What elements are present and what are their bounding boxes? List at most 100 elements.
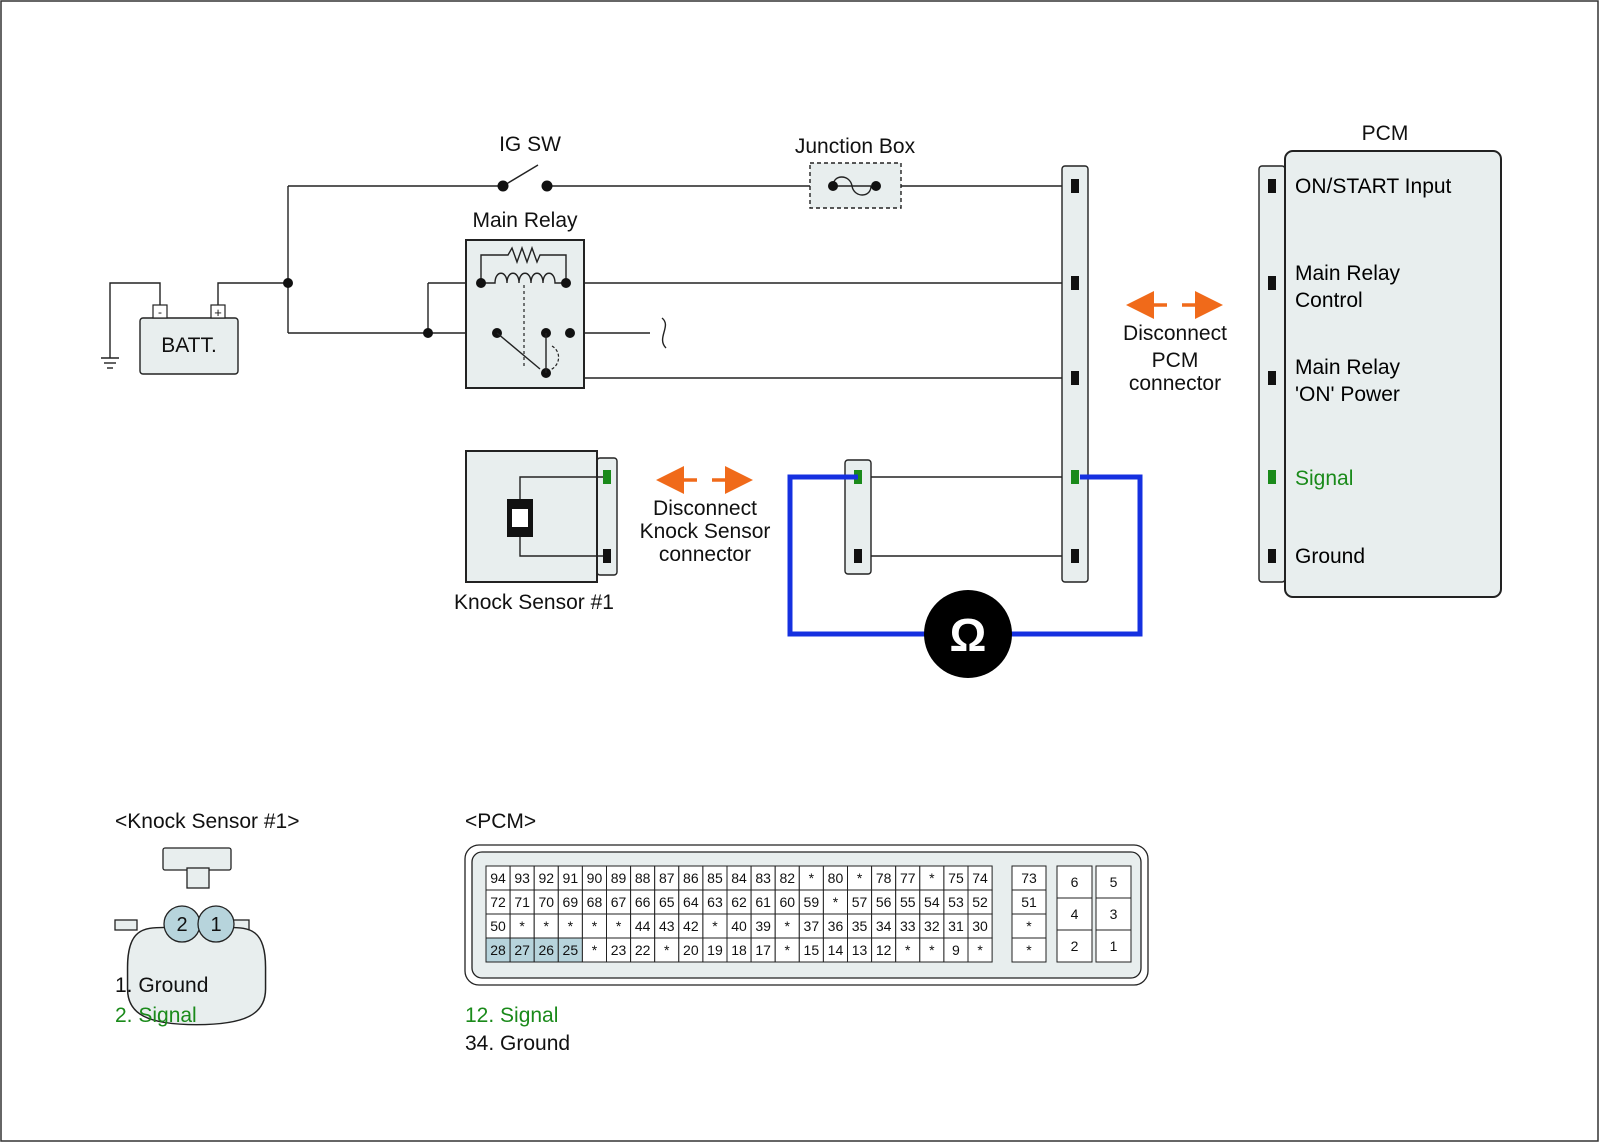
knock-sensor: Knock Sensor #1 <box>454 450 618 614</box>
pcm-pin-cell <box>798 889 824 915</box>
pcm-pin-number: 30 <box>972 918 988 934</box>
pcm-pin-number: 39 <box>755 918 771 934</box>
pcm-pin-number: * <box>664 942 670 958</box>
splice-battery <box>283 278 293 288</box>
main-relay-label: Main Relay <box>472 209 578 232</box>
pcm-pin-number: 73 <box>1021 870 1037 886</box>
ig-sw-label: IG SW <box>499 133 561 156</box>
pcm-pin-number: 86 <box>683 870 699 886</box>
pcm-pin-cell <box>847 937 873 963</box>
pcm-pin-number: 67 <box>611 894 627 910</box>
pcm-pin-cell <box>485 865 511 891</box>
pcm-pin-cell <box>895 889 921 915</box>
pcm-pin-label: Control <box>1295 289 1363 312</box>
ignition-switch: IG SW <box>497 133 561 192</box>
pcm-pin-number: 82 <box>779 870 795 886</box>
pcm-pin-number: * <box>905 942 911 958</box>
pcm-pin-number: 60 <box>779 894 795 910</box>
pcm-pin-cell <box>654 889 680 915</box>
pcm-pin-label: Ground <box>1295 545 1365 568</box>
knock-sensor-label: Knock Sensor #1 <box>454 591 614 614</box>
pcm-pin-number: * <box>1026 942 1032 958</box>
pcm-pin-number: 40 <box>731 918 747 934</box>
pcm-pin-cell <box>774 865 800 891</box>
pcm-pin-number: 77 <box>900 870 916 886</box>
pcm-pin-number: * <box>929 942 935 958</box>
pcm-pin-number: 1 <box>1110 938 1118 954</box>
disconnect-knock-label: Disconnect Knock Sensor connector <box>640 497 771 566</box>
pcm-pin-number: * <box>592 918 598 934</box>
pcm-pin-number: 61 <box>755 894 771 910</box>
pcm-pin-number: 91 <box>563 870 579 886</box>
svg-text:Disconnect: Disconnect <box>1123 322 1227 345</box>
pcm-pin-number: 89 <box>611 870 627 886</box>
pcm-pin-number: 62 <box>731 894 747 910</box>
pcm-pin-number: 87 <box>659 870 675 886</box>
pcm-pin-number: 2 <box>1071 938 1079 954</box>
pcm-pin-number: 19 <box>707 942 723 958</box>
svg-text:connector: connector <box>1129 372 1221 395</box>
svg-text:connector: connector <box>659 543 751 566</box>
pcm-pin-number: 72 <box>490 894 506 910</box>
pcm-pin-number: 66 <box>635 894 651 910</box>
pcm-pin-number: 52 <box>972 894 988 910</box>
pcm-pin-number: 6 <box>1071 874 1079 890</box>
svg-text:Knock Sensor: Knock Sensor <box>640 520 771 543</box>
pcm-pin-cell <box>726 937 752 963</box>
pcm-pin-number: 59 <box>804 894 820 910</box>
pcm-pin-number: 50 <box>490 918 506 934</box>
pcm-pin-number: 36 <box>828 918 844 934</box>
pcm-pin-cell <box>871 865 897 891</box>
pcm-pin-cell <box>1095 929 1132 963</box>
pcm-pin-cell <box>919 865 945 891</box>
pcm-pin-cell <box>630 937 656 963</box>
pcm-pin-number: 64 <box>683 894 699 910</box>
pcm-pin-number: 70 <box>538 894 554 910</box>
pcm-pin-number: 53 <box>948 894 964 910</box>
pcm-pin-cell <box>774 937 800 963</box>
pcm-pin-cell <box>871 889 897 915</box>
pcm-pin-cell <box>1095 897 1132 931</box>
pcm-pin-number: 75 <box>948 870 964 886</box>
pcm-pin-number: 34 <box>876 918 892 934</box>
pcm-pin-number: 88 <box>635 870 651 886</box>
pcm-pin-number: 84 <box>731 870 747 886</box>
pcm-pin-number: * <box>544 918 550 934</box>
pcm-pin-number: 28 <box>490 942 506 958</box>
pcm-pin-number: * <box>977 942 983 958</box>
pcm-pin-label: Main Relay <box>1295 262 1401 285</box>
knock-legend-signal: 2. Signal <box>115 1004 197 1027</box>
junction-box: Junction Box <box>795 135 916 209</box>
knock-sensor-ground-pin <box>603 549 611 563</box>
svg-text:Disconnect: Disconnect <box>653 497 757 520</box>
pcm-pin-number: 44 <box>635 918 651 934</box>
pcm-pin-cell <box>678 889 704 915</box>
pcm-pin-number: 71 <box>514 894 530 910</box>
pcm-pin-number: 55 <box>900 894 916 910</box>
pcm-pin-number: * <box>785 918 791 934</box>
pcm-pin-number: 68 <box>587 894 603 910</box>
pcm-pin-number: 94 <box>490 870 506 886</box>
pcm-pin-number: * <box>519 918 525 934</box>
battery-label: BATT. <box>161 334 217 357</box>
pcm-pin-cell <box>1011 889 1047 915</box>
splice-relay <box>423 328 433 338</box>
main-relay: Main Relay <box>465 209 585 389</box>
pcm-pin-number: 74 <box>972 870 988 886</box>
pcm-pin-number: 27 <box>514 942 530 958</box>
pcm-pin-cell <box>919 913 945 939</box>
pcm-pin-number: 80 <box>828 870 844 886</box>
pcm-pin-cell <box>943 937 969 963</box>
pcm-pin-number: 17 <box>755 942 771 958</box>
pcm-pin-cell <box>1056 865 1093 899</box>
pcm-pin-cell <box>581 937 608 963</box>
pcm-pin-number: 65 <box>659 894 675 910</box>
pcm-pin-cell <box>702 937 728 963</box>
pcm-pin-number: 93 <box>514 870 530 886</box>
pcm-pin-cell <box>533 913 559 939</box>
pcm-pin-number: 43 <box>659 918 675 934</box>
junction-box-label: Junction Box <box>795 135 916 158</box>
